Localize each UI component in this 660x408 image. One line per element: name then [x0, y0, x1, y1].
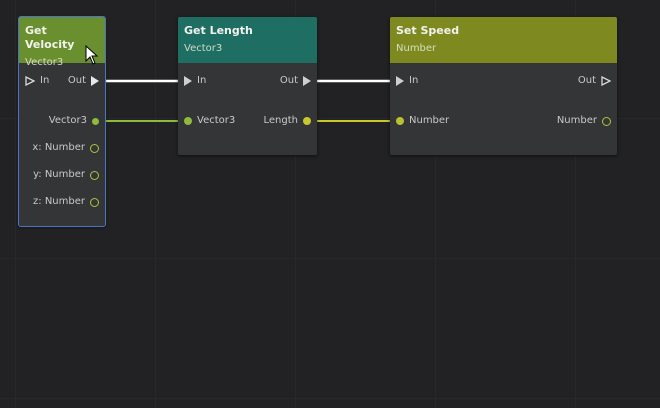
node-title: Get Length: [184, 24, 253, 37]
connected-dot-icon: [303, 117, 311, 125]
node-title: Set Speed: [396, 24, 460, 37]
exec-out-outline-triangle-icon: [601, 76, 611, 86]
length-output-port[interactable]: Length: [263, 114, 311, 128]
node-header[interactable]: Get Velocity Vector3: [19, 17, 105, 68]
port-label: z: Number: [33, 196, 85, 207]
vector3-input-port[interactable]: Vector3: [184, 114, 235, 128]
connected-dot-icon: [396, 117, 404, 125]
exec-in-filled-triangle-icon: [184, 76, 192, 86]
unconnected-ring-icon: [90, 170, 99, 180]
port-label: Number: [556, 115, 597, 126]
port-label: Out: [67, 75, 86, 86]
mouse-cursor-icon: [85, 45, 99, 65]
number-input-port[interactable]: Number: [396, 114, 449, 128]
vector3-output-port[interactable]: Vector3: [49, 114, 99, 128]
port-label: y: Number: [33, 169, 85, 180]
port-label: Vector3: [197, 115, 236, 126]
number-output-port[interactable]: Number: [557, 114, 611, 128]
exec-out-port[interactable]: Out: [578, 74, 611, 88]
port-label: In: [409, 75, 419, 86]
unconnected-ring-icon: [90, 143, 99, 153]
connected-dot-icon: [92, 117, 99, 125]
exec-in-port[interactable]: In: [25, 74, 49, 88]
x-number-output-port[interactable]: x: Number: [32, 141, 99, 155]
port-label: Number: [409, 115, 450, 126]
node-title: Get Velocity: [25, 24, 75, 51]
port-label: Out: [577, 75, 596, 86]
node-subtitle: Number: [396, 43, 437, 54]
port-label: In: [197, 75, 207, 86]
exec-in-filled-triangle-icon: [396, 76, 404, 86]
z-number-output-port[interactable]: z: Number: [33, 195, 99, 209]
node-header[interactable]: Get Length Vector3: [178, 17, 317, 63]
unconnected-ring-icon: [90, 197, 99, 207]
port-label: In: [40, 75, 50, 86]
port-label: Length: [263, 115, 299, 126]
node-subtitle: Vector3: [184, 43, 223, 54]
port-label: Out: [279, 75, 298, 86]
port-label: x: Number: [32, 142, 85, 153]
connected-dot-icon: [184, 117, 192, 125]
exec-out-port[interactable]: Out: [280, 74, 311, 88]
exec-out-filled-triangle-icon: [303, 76, 311, 86]
node-set-speed[interactable]: Set Speed Number In Out Number Number: [390, 17, 617, 155]
node-subtitle: Vector3: [25, 57, 64, 68]
exec-in-outline-triangle-icon: [25, 76, 35, 86]
exec-out-filled-triangle-icon: [91, 76, 99, 86]
exec-in-port[interactable]: In: [396, 74, 418, 88]
node-header[interactable]: Set Speed Number: [390, 17, 617, 63]
node-get-length[interactable]: Get Length Vector3 In Out Vector3 Length: [178, 17, 317, 155]
unconnected-ring-icon: [602, 116, 611, 126]
port-label: Vector3: [48, 115, 87, 126]
exec-out-port[interactable]: Out: [68, 74, 99, 88]
y-number-output-port[interactable]: y: Number: [33, 168, 99, 182]
exec-in-port[interactable]: In: [184, 74, 206, 88]
node-get-velocity[interactable]: Get Velocity Vector3 In Out Vector3 x: N…: [18, 16, 106, 227]
